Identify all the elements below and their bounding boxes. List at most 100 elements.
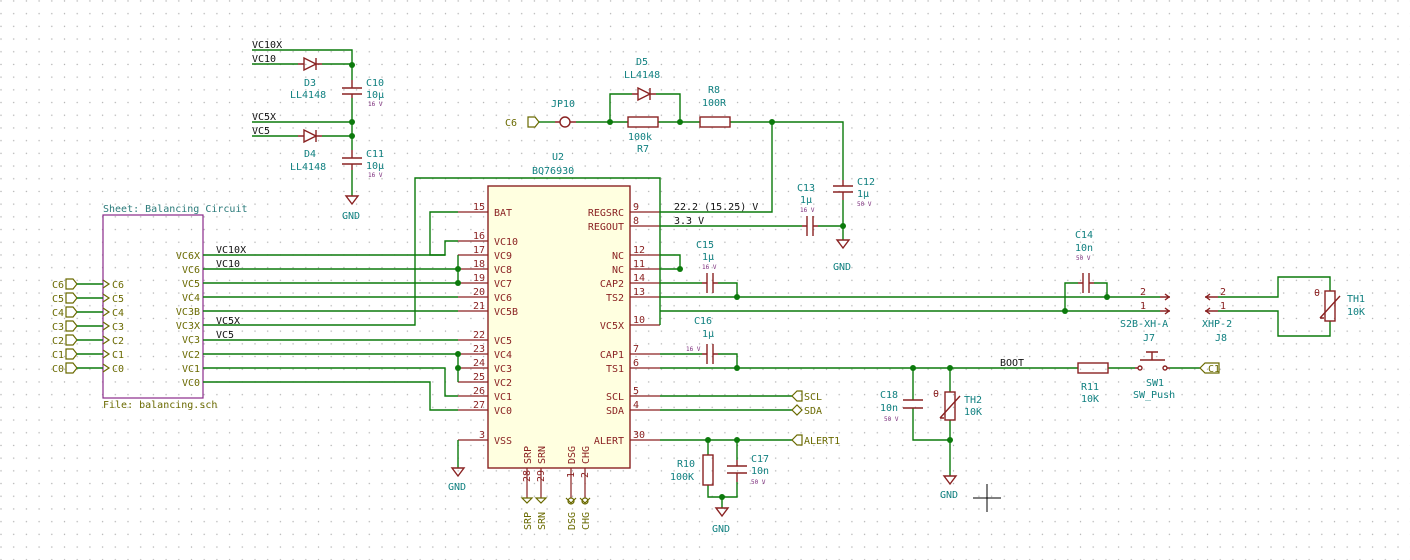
pin-name-regout: REGOUT: [588, 222, 624, 233]
label-c0: C0: [52, 364, 64, 375]
pin-name-vc10: VC10: [494, 237, 518, 248]
net-vc5-top: VC5: [252, 126, 270, 137]
pin-num-24: 24: [473, 358, 485, 369]
pin-name-nc-11: NC: [612, 265, 624, 276]
r8-value: 100R: [702, 98, 727, 109]
pin-name-vc7: VC7: [494, 279, 512, 290]
th1-theta: θ: [1314, 288, 1320, 299]
sheet-pin-vc1: VC1: [182, 364, 200, 375]
pin-name-vc1: VC1: [494, 392, 512, 403]
sheet-pin-vc5: VC5: [182, 279, 200, 290]
gnd-label-2: GND: [342, 211, 360, 222]
j7-ref: J7: [1143, 333, 1155, 344]
pin-name-cap1: CAP1: [600, 350, 624, 361]
crosshair-cursor-icon: [973, 484, 1001, 512]
c12-volt: 50 V: [857, 201, 872, 208]
label-c6-in: C6: [505, 118, 517, 129]
sheet-balancing-circuit[interactable]: Sheet: Balancing Circuit File: balancing…: [102, 204, 248, 411]
sheet-pin-c0: C0: [112, 364, 124, 375]
label-srp: SRP: [523, 512, 534, 530]
label-c1: C1: [52, 350, 64, 361]
pin-num-16: 16: [473, 231, 485, 242]
j7-pin2: 2: [1140, 287, 1146, 298]
pin-name-vc9: VC9: [494, 251, 512, 262]
pin-name-vc5x: VC5X: [600, 321, 624, 332]
gnd-icon-3: [835, 239, 851, 250]
pin-num-6: 6: [633, 358, 639, 369]
pin-name-ts1: TS1: [606, 364, 624, 375]
th2-theta: θ: [933, 389, 939, 400]
bus-labels: SCL SDA ALERT1 R10 100K C17 10n 50 V GND: [660, 390, 840, 535]
net-vc10x: VC10X: [216, 245, 246, 256]
sw1-pushbutton-icon: [1135, 351, 1170, 369]
label-c2: C2: [52, 336, 64, 347]
c17-value: 10n: [751, 466, 769, 477]
gnd-icon-2: [344, 195, 360, 206]
gnd-label-4: GND: [940, 490, 958, 501]
pin-num-4: 4: [633, 400, 639, 411]
pin-name-regsrc: REGSRC: [588, 208, 624, 219]
c13-value: 1µ: [800, 195, 812, 206]
pin-num-12: 12: [633, 245, 645, 256]
d4-diode-icon: [298, 128, 322, 144]
ic-u2[interactable]: U2 BQ76930 BAT VC10 VC9 VC8 VC7 VC6 VC5B…: [458, 152, 660, 498]
c11-value: 10µ: [366, 161, 384, 172]
c12-capacitor-icon: [833, 180, 853, 200]
j8-ref: J8: [1215, 333, 1227, 344]
j8-pin2: 2: [1220, 287, 1226, 298]
c16-ref: C16: [694, 316, 712, 327]
c10-ref: C10: [366, 78, 384, 89]
label-c3: C3: [52, 322, 64, 333]
sheet-pin-c1: C1: [112, 350, 124, 361]
pin-num-3: 3: [479, 430, 485, 441]
th2-value: 10K: [964, 407, 982, 418]
c11-volt: 16 V: [368, 172, 383, 179]
jp10-ref: JP10: [551, 99, 575, 110]
gnd-label-1: GND: [448, 482, 466, 493]
c10-volt: 16 V: [368, 101, 383, 108]
r11-ref: R11: [1081, 382, 1099, 393]
pin-num-7: 7: [633, 344, 639, 355]
pin-num-8: 8: [633, 216, 639, 227]
sheet-title: Sheet: Balancing Circuit: [103, 204, 248, 215]
r11-value: 10K: [1081, 394, 1099, 405]
pin-name-dsg: DSG: [567, 446, 578, 464]
pin-name-alert: ALERT: [594, 436, 624, 447]
pin-name-vc4: VC4: [494, 350, 512, 361]
pin-num-15: 15: [473, 202, 485, 213]
pin-num-5: 5: [633, 386, 639, 397]
c15-capacitor-icon: [702, 273, 718, 293]
pin-num-14: 14: [633, 273, 645, 284]
r8-resistor-icon: [699, 116, 731, 128]
c17-volt: 50 V: [751, 479, 766, 486]
pin-num-9: 9: [633, 202, 639, 213]
pin-num-17: 17: [473, 245, 485, 256]
c10-capacitor-icon: [342, 80, 362, 98]
u2-value: BQ76930: [532, 166, 574, 177]
gnd-label-5: GND: [712, 524, 730, 535]
r11-resistor-icon: [1077, 362, 1109, 374]
sheet-pin-vc2: VC2: [182, 350, 200, 361]
label-c5: C5: [52, 294, 64, 305]
pin-num-29: 29: [536, 470, 547, 482]
c17-ref: C17: [751, 454, 769, 465]
th2-thermistor-icon: [944, 391, 956, 421]
r7-ref: R7: [637, 144, 649, 155]
sheet-pin-vc6x: VC6X: [176, 251, 200, 262]
sw1-value: SW_Push: [1133, 390, 1175, 401]
j7-value: S2B-XH-A: [1120, 319, 1168, 330]
sheet-pin-vc3b: VC3B: [176, 307, 200, 318]
c14-ref: C14: [1075, 230, 1093, 241]
pin-num-10: 10: [633, 315, 645, 326]
pin-num-13: 13: [633, 287, 645, 298]
label-c4: C4: [52, 308, 64, 319]
d3-value: LL4148: [290, 90, 326, 101]
gnd-label-3: GND: [833, 262, 851, 273]
r7-value: 100k: [628, 132, 652, 143]
c13-volt: 16 V: [800, 207, 815, 214]
d5-value: LL4148: [624, 70, 660, 81]
th1-thermistor-icon: [1324, 290, 1336, 322]
th1-value: 10K: [1347, 307, 1365, 318]
sheet-pin-vc0: VC0: [182, 378, 200, 389]
